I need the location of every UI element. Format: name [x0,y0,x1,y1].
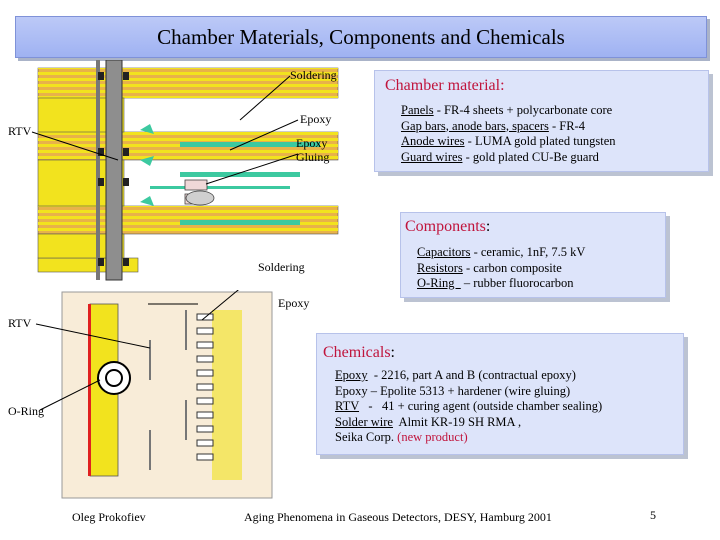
chamber-material-line: Panels - FR-4 sheets + polycarbonate cor… [401,103,613,117]
label-rtv-top: RTV [8,124,32,138]
components-line: O-Ring – rubber fluorocarbon [417,276,574,290]
footer-event: Aging Phenomena in Gaseous Detectors, DE… [244,510,552,524]
label-epoxy-gluing-1: Epoxy [296,136,328,150]
components-heading: Components: [405,218,491,235]
page-number: 5 [650,508,656,522]
chamber-material-box: Chamber material: Panels - FR-4 sheets +… [374,70,709,172]
chemicals-line: RTV - 41 + curing agent (outside chamber… [335,399,603,413]
components-line: Capacitors - ceramic, 1nF, 7.5 kV [417,245,586,259]
new-product-note: (new product) [397,430,468,444]
components-line: Resistors - carbon composite [417,260,562,275]
chamber-material-heading: Chamber material: [385,77,505,94]
label-rtv-bottom: RTV [8,316,32,330]
chamber-material-line: Anode wires - LUMA gold plated tungsten [401,134,616,148]
title-bar: Chamber Materials, Components and Chemic… [15,16,707,58]
label-epoxy-gluing-2: Gluing [296,150,330,164]
chamber-front-view-diagram [35,290,273,499]
chemicals-line: Seika Corp. (new product) [335,430,468,444]
components-box: Components: Capacitors - ceramic, 1nF, 7… [400,212,666,298]
chamber-cross-section-diagram [31,60,339,281]
chemicals-heading: Chemicals: [323,344,395,361]
chemicals-line: Solder wire Almit KR-19 SH RMA , [335,414,522,429]
page-title: Chamber Materials, Components and Chemic… [157,24,565,49]
label-soldering-bottom: Soldering [258,260,305,274]
chamber-material-line: Gap bars, anode bars, spacers - FR-4 [401,118,585,133]
chemicals-line: Epoxy – Epolite 5313 + hardener (wire gl… [335,383,571,398]
label-epoxy-top: Epoxy [300,112,332,126]
label-soldering-top: Soldering [290,68,337,82]
label-o-ring: O-Ring [8,404,44,418]
chemicals-line: Epoxy - 2216, part A and B (contractual … [335,368,576,382]
chemicals-box: Chemicals: Epoxy - 2216, part A and B (c… [316,333,684,455]
footer-author: Oleg Prokofiev [72,510,146,524]
chamber-material-line: Guard wires - gold plated CU-Be guard [401,149,599,164]
label-epoxy-bottom: Epoxy [278,296,310,310]
